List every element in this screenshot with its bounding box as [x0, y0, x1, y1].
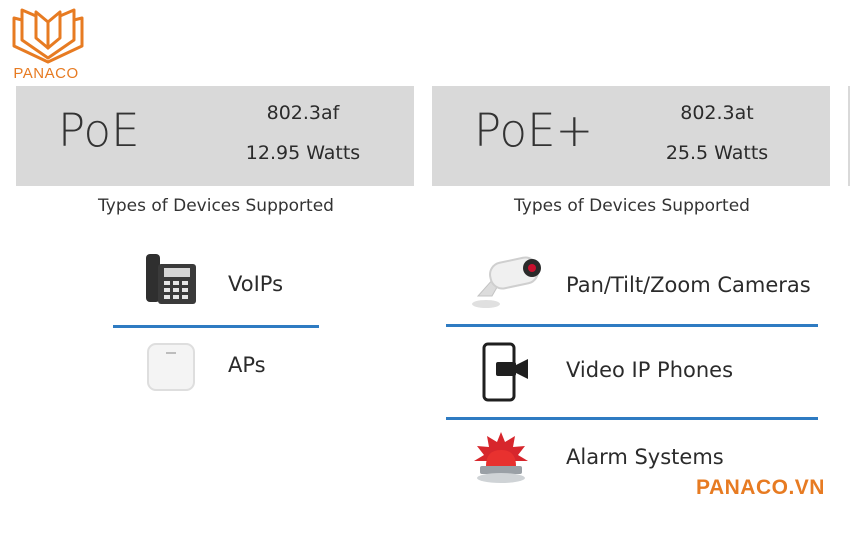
- poe-plus-panel: PoE+ 802.3at 25.5 Watts: [432, 86, 830, 186]
- left-divider: [113, 325, 319, 328]
- brand-url: PANACO.VN: [696, 476, 825, 499]
- poe-plus-watts: 25.5 Watts: [665, 142, 769, 164]
- right-types-heading: Types of Devices Supported: [514, 196, 750, 216]
- book-logo-icon: [12, 8, 84, 64]
- right-divider-1: [446, 324, 818, 327]
- poe-panel: PoE 802.3af 12.95 Watts: [16, 86, 414, 186]
- panaco-logo: PANACO: [8, 8, 98, 88]
- left-types-heading: Types of Devices Supported: [98, 196, 334, 216]
- alarm-siren-icon: [474, 432, 528, 483]
- poe-title: PoE: [58, 104, 140, 157]
- device-label-alarm-systems: Alarm Systems: [566, 445, 724, 469]
- poe-watts: 12.95 Watts: [245, 142, 361, 164]
- poe-standard: 802.3af: [266, 102, 340, 124]
- security-camera-icon: [472, 256, 541, 308]
- logo-text: PANACO: [13, 65, 79, 82]
- poe-plus-standard: 802.3at: [680, 102, 754, 124]
- panel-edge: [848, 86, 850, 186]
- desk-phone-icon: [146, 254, 196, 304]
- device-label-voips: VoIPs: [228, 272, 284, 296]
- device-label-aps: APs: [228, 353, 266, 377]
- device-label-ptz-cameras: Pan/Tilt/Zoom Cameras: [566, 273, 811, 297]
- smartphone-video-icon: [482, 342, 528, 402]
- access-point-icon: [147, 343, 195, 391]
- poe-plus-title: PoE+: [474, 104, 594, 157]
- right-divider-2: [446, 417, 818, 420]
- device-label-video-ip-phones: Video IP Phones: [566, 358, 734, 382]
